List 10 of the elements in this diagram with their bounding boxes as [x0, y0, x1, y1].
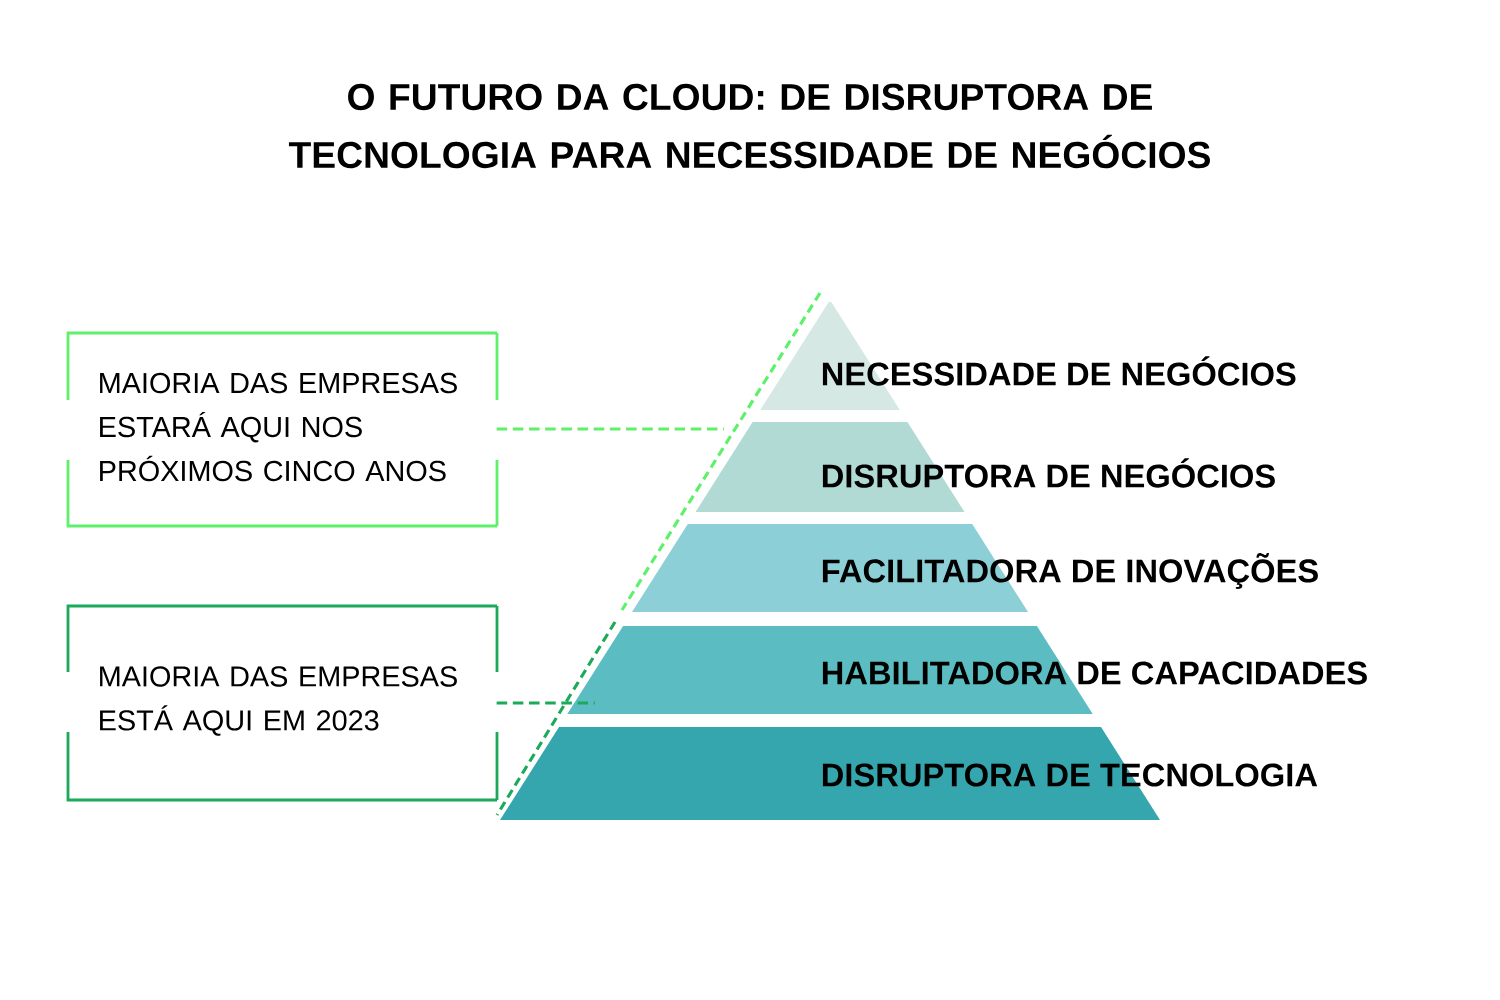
pyramid-layer: HABILITADORA DE CAPACIDADES: [567, 626, 1367, 714]
pyramid-layer: DISRUPTORA DE NEGÓCIOS: [695, 422, 1275, 512]
callout-box: MAIORIA DAS EMPRESAS ESTARÁ AQUI NOS PRÓXIMOS CINCO ANOS: [66, 331, 499, 528]
pyramid-layer: FACILITADORA DE INOVAÇÕES: [632, 524, 1318, 612]
leader-line: [496, 427, 724, 431]
leader-line: [496, 701, 595, 705]
callout-box: MAIORIA DAS EMPRESAS ESTÁ AQUI EM 2023: [66, 604, 499, 802]
node-label: NECESSIDADE DE NEGÓCIOS: [822, 356, 1296, 386]
pyramid-layer: NECESSIDADE DE NEGÓCIOS: [760, 302, 1296, 410]
title: O FUTURO DA CLOUD: DE DISRUPTORA DE TECNOLOGIA PARA NECESSIDADE DE NEGÓCIOS: [288, 83, 1210, 169]
